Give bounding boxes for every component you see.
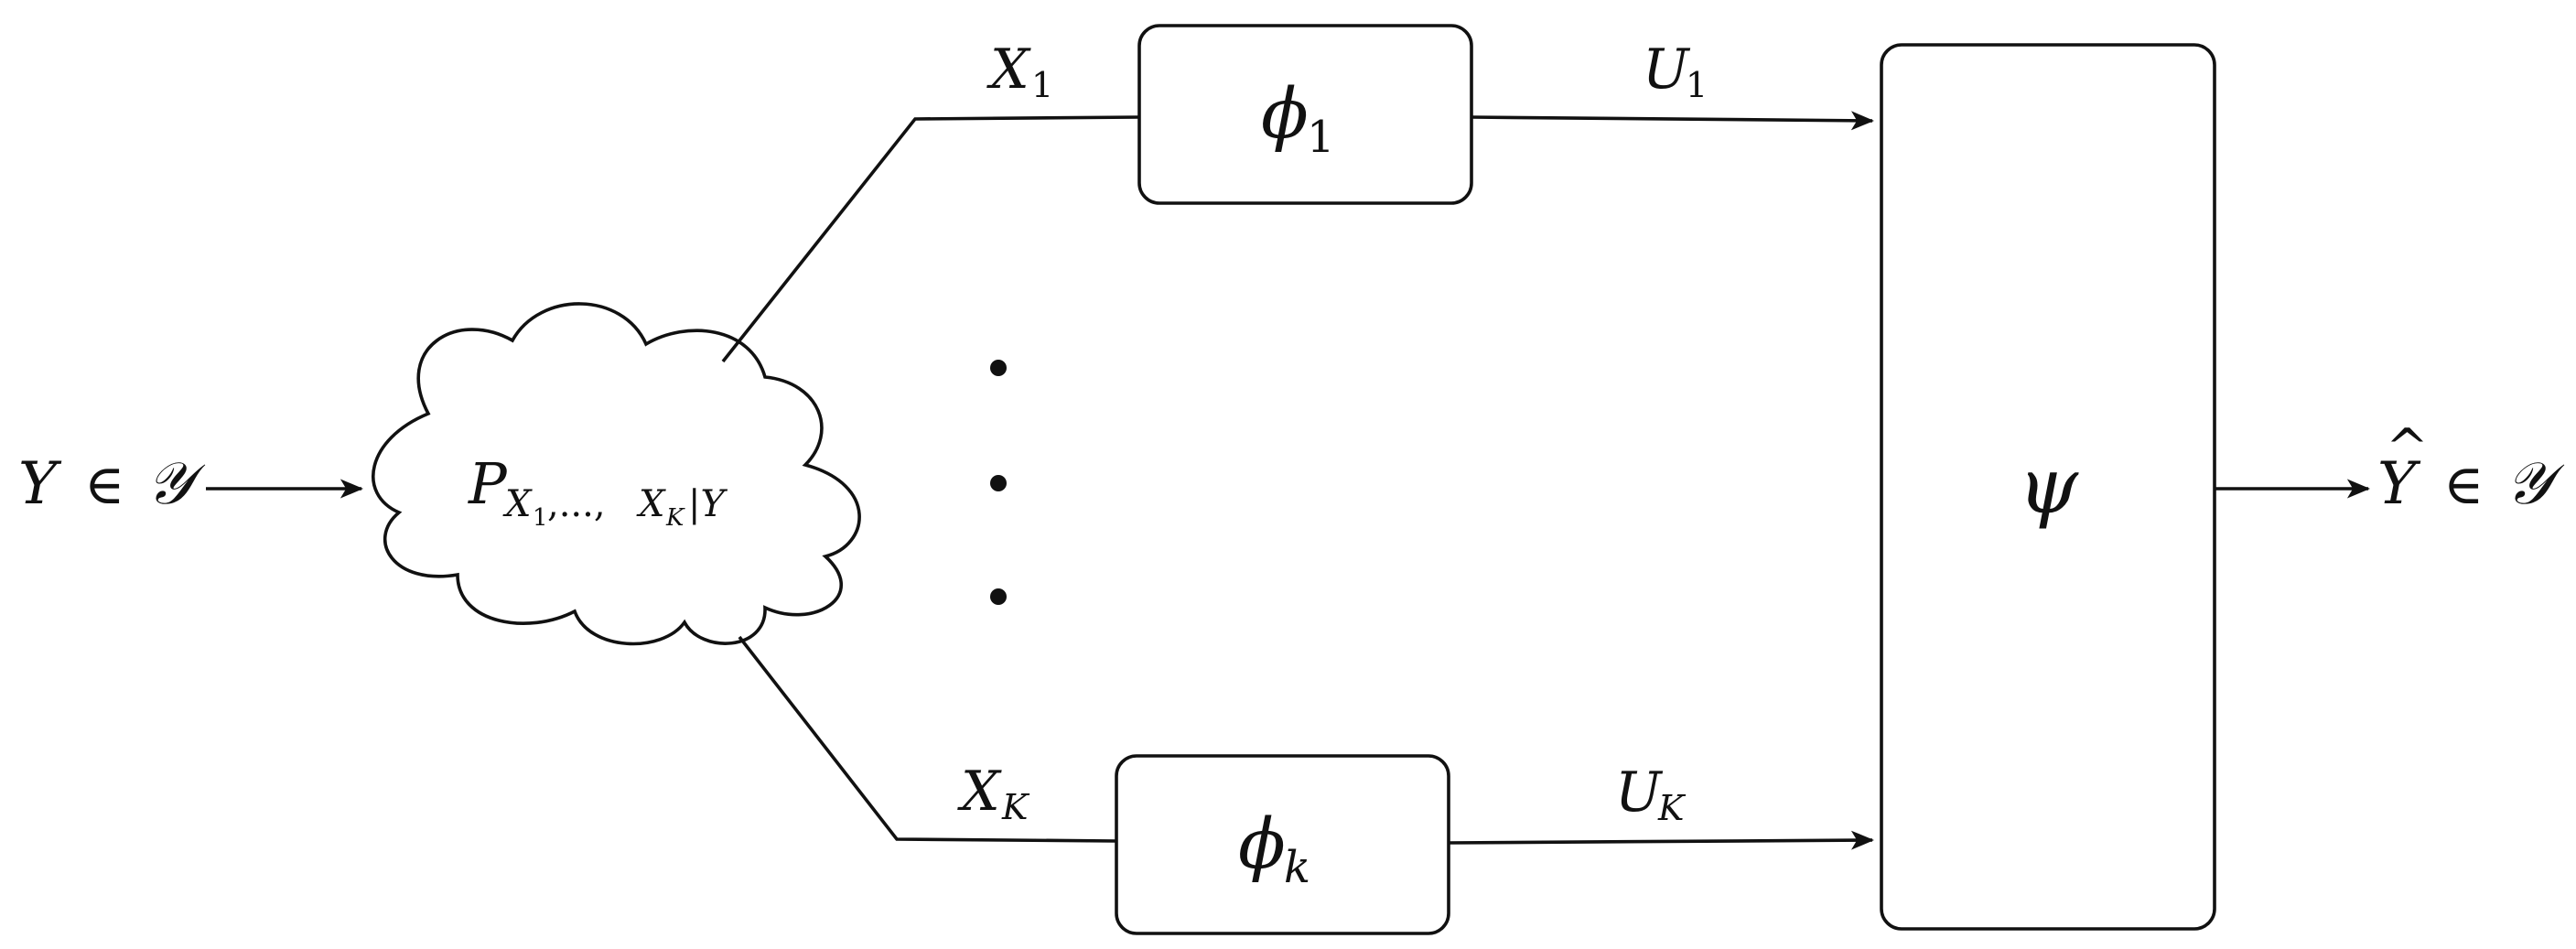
encoder-top-symbol: ϕ bbox=[1261, 72, 1309, 154]
channel-sub-mid: ,..., bbox=[547, 483, 606, 525]
top-branch-line bbox=[721, 115, 1140, 363]
encoder-top-index: 1 bbox=[1307, 112, 1335, 163]
top-output-sub: 1 bbox=[1686, 65, 1708, 105]
ellipsis-dot bbox=[990, 475, 1007, 491]
channel-cloud: P X 1 ,..., X K |Y bbox=[372, 302, 861, 646]
bottom-branch-line bbox=[738, 635, 1117, 843]
top-output-base: U bbox=[1643, 38, 1691, 102]
bottom-output-sub: K bbox=[1657, 788, 1687, 828]
encoder-bottom-symbol: ϕ bbox=[1238, 803, 1286, 884]
bottom-input-sub: K bbox=[1001, 787, 1030, 827]
top-output-arrow bbox=[1471, 111, 1875, 131]
cloud-shape bbox=[372, 302, 861, 646]
bottom-input-label: X K bbox=[957, 760, 1030, 827]
channel-base: P bbox=[468, 450, 508, 517]
source-set: 𝒴 bbox=[146, 450, 206, 518]
source-membership-symbol: ∈ bbox=[84, 453, 124, 517]
bottom-output-base: U bbox=[1615, 760, 1664, 825]
channel-sub-cond: |Y bbox=[688, 483, 728, 525]
encoder-bottom-box bbox=[1115, 754, 1450, 935]
branch-ellipsis bbox=[990, 360, 1007, 605]
top-input-sub: 1 bbox=[1031, 65, 1053, 105]
bottom-input-base: X bbox=[957, 760, 1002, 824]
source-variable: Y bbox=[18, 450, 62, 518]
decoder-symbol: ψ bbox=[2018, 441, 2079, 531]
estimate-set: 𝒴 bbox=[2506, 450, 2565, 518]
source-label: Y ∈ 𝒴 bbox=[18, 450, 206, 518]
top-input-base: X bbox=[986, 38, 1031, 102]
encoder-bottom: ϕ k bbox=[1115, 754, 1450, 935]
encoder-top: ϕ 1 bbox=[1137, 24, 1473, 205]
decoder: ψ bbox=[1880, 43, 2216, 931]
ellipsis-dot bbox=[990, 360, 1007, 376]
estimate-variable: Y bbox=[2377, 450, 2421, 518]
top-input-label: X 1 bbox=[986, 38, 1053, 105]
top-output-label: U 1 bbox=[1643, 38, 1708, 105]
encoder-bottom-index: k bbox=[1284, 842, 1310, 893]
estimate-hat: ^ bbox=[2386, 418, 2429, 478]
encoder-top-box bbox=[1137, 24, 1473, 205]
estimate-label: ^ Y ∈ 𝒴 bbox=[2377, 418, 2565, 518]
channel-sub-a-index: 1 bbox=[533, 504, 548, 532]
channel-sub-b-index: K bbox=[665, 504, 685, 532]
bottom-output-arrow bbox=[1448, 830, 1875, 850]
ellipsis-dot bbox=[990, 588, 1007, 605]
channel-sub-a: X bbox=[502, 483, 533, 525]
estimate-membership-symbol: ∈ bbox=[2443, 453, 2484, 517]
bottom-output-label: U K bbox=[1615, 760, 1687, 828]
decoder-box bbox=[1880, 43, 2216, 931]
channel-sub-b: X bbox=[636, 483, 666, 525]
